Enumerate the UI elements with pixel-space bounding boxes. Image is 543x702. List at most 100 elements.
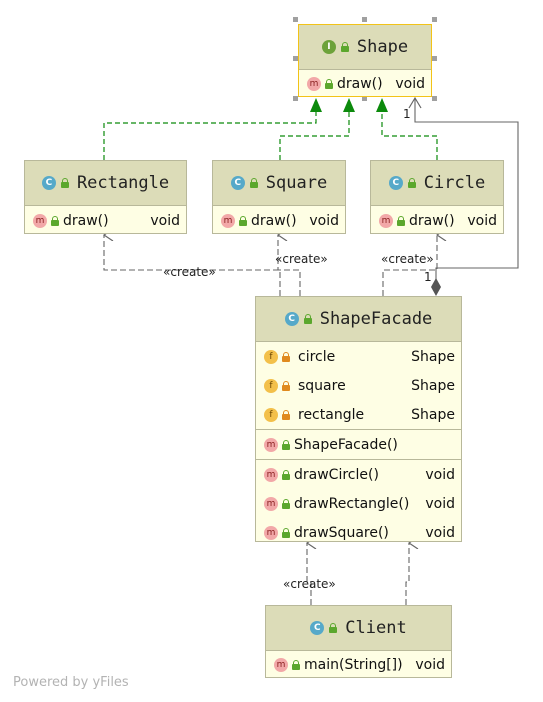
private-lock-icon — [282, 351, 290, 362]
shapefacade-title: ShapeFacade — [319, 309, 433, 329]
field-row[interactable]: f square Shape — [256, 371, 461, 400]
multiplicity-shape: 1 — [403, 107, 411, 121]
edge-client-uses-facade — [405, 543, 409, 605]
public-lock-icon — [325, 78, 333, 89]
method-row[interactable]: m drawCircle() void — [256, 460, 461, 489]
arrowhead-rectangle-shape — [310, 98, 322, 112]
field-icon: f — [264, 407, 278, 422]
class-icon: C — [230, 176, 245, 190]
method-type: void — [309, 212, 339, 229]
method-name: drawSquare() — [294, 524, 389, 541]
rectangle-method-row[interactable]: m draw() void — [25, 206, 186, 235]
public-lock-icon — [239, 215, 247, 226]
method-icon: m — [264, 496, 278, 511]
handle-top-left[interactable] — [293, 17, 298, 22]
circle-method-row[interactable]: m draw() void — [371, 206, 503, 235]
field-name: circle — [298, 348, 336, 365]
method-type: void — [425, 495, 455, 512]
public-lock-icon — [397, 215, 405, 226]
selection-handles[interactable] — [293, 17, 437, 101]
handle-mid-left[interactable] — [293, 56, 298, 61]
square-method-row[interactable]: m draw() void — [213, 206, 345, 235]
method-type: void — [415, 656, 445, 673]
client-title: Client — [345, 618, 407, 638]
public-lock-icon — [51, 215, 59, 226]
circle-title: Circle — [423, 173, 486, 193]
edge-square-implements-shape — [279, 112, 350, 160]
interface-icon: I — [321, 40, 336, 54]
shape-method-row[interactable]: m draw() void — [299, 70, 431, 97]
open-arrow-at-shape — [408, 96, 422, 109]
private-lock-icon — [282, 409, 290, 420]
field-icon: f — [264, 378, 278, 393]
method-type: void — [425, 524, 455, 541]
client-header: C Client — [266, 606, 451, 651]
field-row[interactable]: f circle Shape — [256, 342, 461, 371]
client-method-row[interactable]: m main(String[]) void — [266, 651, 451, 678]
composition-edge — [408, 96, 519, 296]
circle-methods: m draw() void — [371, 206, 503, 235]
public-lock-icon — [60, 178, 69, 188]
shape-header: I Shape — [299, 25, 431, 70]
method-name: main(String[]) — [304, 656, 403, 673]
field-type: Shape — [411, 377, 455, 394]
constructor-row[interactable]: m ShapeFacade() — [256, 430, 461, 459]
create-label-square: «create» — [275, 252, 328, 266]
handle-bottom-right[interactable] — [432, 96, 437, 101]
edge-facade-creates-circle — [382, 235, 437, 296]
create-label-circle: «create» — [381, 252, 434, 266]
client-methods: m main(String[]) void — [266, 651, 451, 678]
public-lock-icon — [282, 498, 290, 509]
shape-interface-node[interactable]: I Shape m draw() void — [298, 24, 432, 97]
arrowhead-circle-shape — [376, 98, 388, 112]
arrowhead-square-shape — [343, 98, 355, 112]
handle-bottom-left[interactable] — [293, 96, 298, 101]
public-lock-icon — [303, 314, 312, 324]
shapefacade-header: C ShapeFacade — [256, 297, 461, 342]
square-methods: m draw() void — [213, 206, 345, 235]
handle-bottom-middle[interactable] — [362, 96, 367, 101]
method-row[interactable]: m drawSquare() void — [256, 518, 461, 547]
field-type: Shape — [411, 348, 455, 365]
square-class-node[interactable]: C Square m draw() void — [212, 160, 346, 234]
constructor-name: ShapeFacade() — [294, 436, 398, 453]
method-icon: m — [221, 213, 235, 228]
method-icon: m — [264, 467, 278, 482]
handle-top-middle[interactable] — [362, 17, 367, 22]
square-header: C Square — [213, 161, 345, 206]
realization-edges — [103, 98, 438, 160]
method-type: void — [467, 212, 497, 229]
public-lock-icon — [292, 659, 300, 670]
method-icon: m — [307, 76, 321, 91]
rectangle-class-node[interactable]: C Rectangle m draw() void — [24, 160, 187, 234]
handle-top-right[interactable] — [432, 17, 437, 22]
edge-rectangle-implements-shape — [103, 112, 317, 160]
client-class-node[interactable]: C Client m main(String[]) void — [265, 605, 452, 678]
method-name: drawCircle() — [294, 466, 379, 483]
circle-header: C Circle — [371, 161, 503, 206]
handle-mid-right[interactable] — [432, 56, 437, 61]
composition-diamond — [431, 278, 441, 296]
public-lock-icon — [282, 527, 290, 538]
shapefacade-class-node[interactable]: C ShapeFacade f circle Shape f square Sh… — [255, 296, 462, 542]
field-type: Shape — [411, 406, 455, 423]
method-name: draw() — [251, 212, 297, 229]
rectangle-title: Rectangle — [76, 173, 170, 193]
method-icon: m — [274, 657, 288, 672]
create-label-client: «create» — [283, 577, 336, 591]
method-name: draw() — [409, 212, 455, 229]
dependency-edges — [104, 235, 437, 605]
class-icon: C — [388, 176, 403, 190]
class-icon: C — [310, 621, 325, 635]
circle-class-node[interactable]: C Circle m draw() void — [370, 160, 504, 234]
edge-circle-implements-shape — [381, 112, 438, 160]
field-row[interactable]: f rectangle Shape — [256, 400, 461, 429]
shapefacade-fields: f circle Shape f square Shape f rectangl… — [256, 342, 461, 430]
method-type: void — [395, 75, 425, 92]
method-icon: m — [264, 437, 278, 452]
method-row[interactable]: m drawRectangle() void — [256, 489, 461, 518]
public-lock-icon — [329, 623, 338, 633]
field-icon: f — [264, 349, 278, 364]
public-lock-icon — [282, 469, 290, 480]
